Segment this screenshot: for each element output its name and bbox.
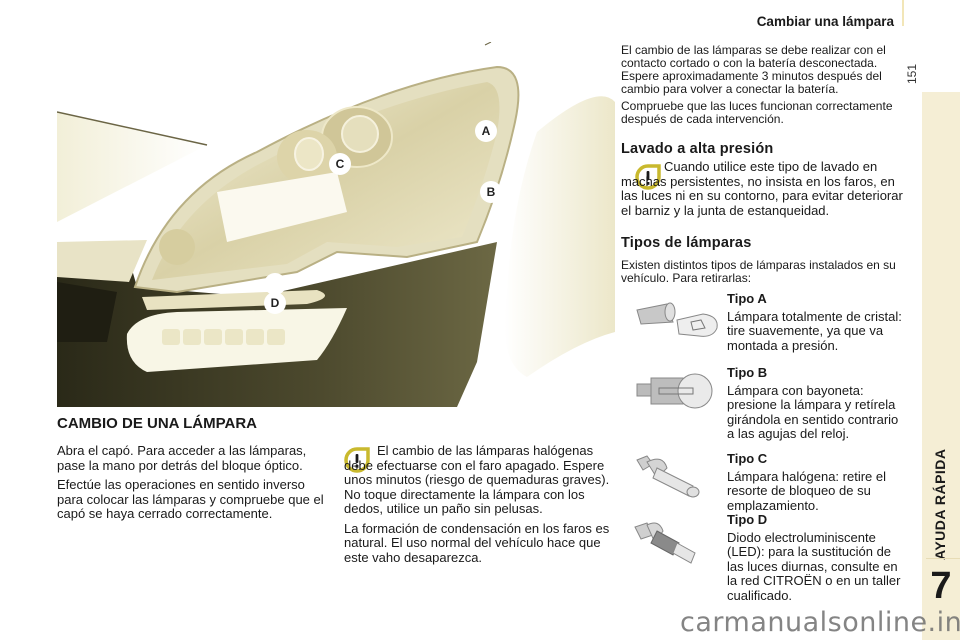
- bulb-change-title: CAMBIO DE UNA LÁMPARA: [57, 415, 257, 432]
- chapter-tab: [922, 92, 960, 640]
- lamp-label: Tipo A: [727, 291, 767, 306]
- lamp-types-title: Tipos de lámparas: [621, 235, 752, 251]
- lamp-description: Lámpara con bayoneta: presione la lámpar…: [727, 382, 899, 441]
- chapter-number: 7: [930, 565, 952, 607]
- lamp-description: Diodo electroluminiscente (LED): para la…: [727, 529, 901, 603]
- lamp-types-intro: Existen distintos tipos de lámparas inst…: [621, 258, 896, 285]
- chapter-title-text: AYUDA RÁPIDA: [932, 448, 948, 560]
- svg-text:A: A: [482, 124, 491, 138]
- wedge-bulb-icon: [636, 302, 718, 337]
- svg-text:C: C: [336, 157, 345, 171]
- halogen-warning: El cambio de las lámparas halógenas debe…: [344, 443, 610, 516]
- warning-icon: [344, 447, 370, 473]
- lamp-description: Lámpara totalmente de cristal: tire suav…: [727, 308, 902, 353]
- bayonet-bulb-icon: [636, 373, 713, 409]
- chapter-divider: [926, 558, 960, 559]
- bulb-change-text: Abra el capó. Para acceder a las lámpara…: [57, 443, 327, 527]
- svg-text:D: D: [271, 296, 280, 310]
- lamp-description: Lámpara halógena: retire el resorte de b…: [727, 468, 886, 513]
- chapter-title: AYUDA RÁPIDA: [925, 410, 955, 560]
- bulb-change-paragraph: Efectúe las operaciones en sentido inver…: [57, 477, 324, 521]
- svg-text:B: B: [487, 185, 496, 199]
- high-pressure-warning: Cuando utilice este tipo de lavado en ma…: [621, 159, 903, 218]
- lamp-label: Tipo B: [727, 365, 768, 380]
- headlight-drawing-icon: A B C D: [57, 42, 615, 407]
- intro-text: El cambio de las lámparas se debe realiz…: [621, 44, 911, 131]
- condensation-note: La formación de condensación en los faro…: [344, 520, 610, 565]
- lamp-label: Tipo C: [727, 451, 768, 466]
- page-title: Cambiar una lámpara: [756, 14, 894, 29]
- halogen-bulb-icon: [636, 455, 700, 498]
- bulb-change-paragraph: Abra el capó. Para acceder a las lámpara…: [57, 443, 307, 473]
- led-module-icon: [634, 522, 696, 564]
- watermark: carmanualsonline.info: [680, 607, 960, 638]
- high-pressure-title: Lavado a alta presión: [621, 141, 774, 157]
- headlight-illustration: A B C D: [57, 42, 615, 407]
- top-rule: [902, 0, 904, 26]
- intro-paragraph: Compruebe que las luces funcionan correc…: [621, 99, 893, 126]
- lamp-label: Tipo D: [727, 512, 768, 527]
- halogen-warning-text: El cambio de las lámparas halógenas debe…: [344, 443, 614, 570]
- warning-icon: [635, 164, 661, 190]
- intro-paragraph: El cambio de las lámparas se debe realiz…: [621, 43, 886, 96]
